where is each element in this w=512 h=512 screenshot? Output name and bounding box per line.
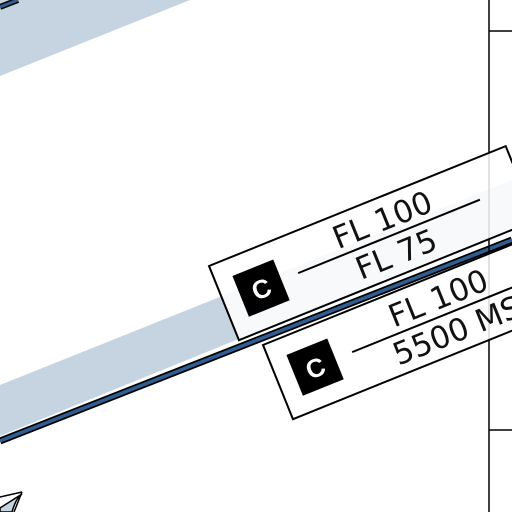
airway-label-upper: C FL 100 FL 75 [207, 144, 512, 342]
corridor-edge-lower-left-2 [13, 491, 23, 512]
route-line-upper-left-fill [0, 0, 19, 9]
altitude-divider-upper [297, 198, 481, 275]
airspace-class-box-upper [232, 259, 290, 317]
corridor-edge-lower-left [0, 491, 23, 498]
airspace-class-box-lower [286, 338, 344, 396]
altitude-divider-lower [351, 272, 512, 354]
airway-corridor-upper-left [0, 0, 190, 76]
route-line-main [0, 238, 512, 443]
